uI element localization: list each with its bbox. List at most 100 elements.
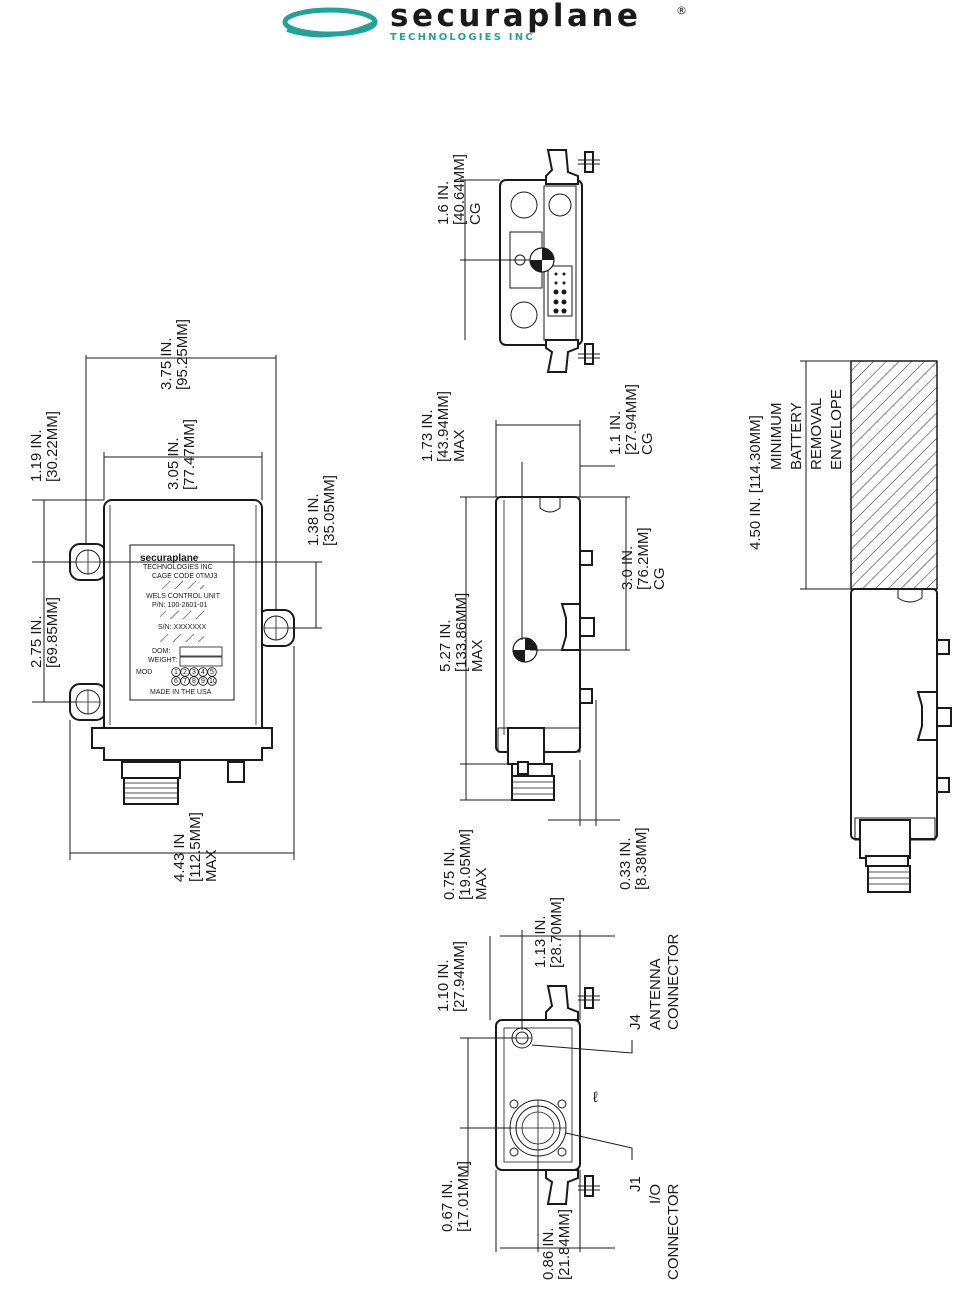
dim-119: 1.19 IN. [30.22MM] (28, 411, 61, 482)
io-connector-side (121, 761, 245, 805)
mod-number: 7 (183, 678, 187, 685)
dim-text: [30.22MM] (44, 411, 61, 482)
label-cage-code: CAGE CODE 0TMJ3 (152, 573, 217, 580)
quick-release-latch-bottom-bottomview (545, 1169, 600, 1205)
dim-173: 1.73 IN. [43.94MM] MAX (419, 391, 468, 462)
dim-text: [76.2MM] (635, 527, 652, 590)
dim-138: 1.38 IN. [35.05MM] (305, 475, 338, 546)
dim-text: MAX (451, 429, 468, 462)
dim-305: 3.05 IN. [77.47MM] (165, 419, 198, 490)
mod-number: 8 (192, 678, 196, 685)
logo-brand: securaplane (390, 0, 641, 34)
dim-text: 2.75 IN. (28, 615, 45, 668)
label-weight: WEIGHT: (148, 657, 177, 664)
quick-release-latch-top (545, 149, 600, 185)
removal-envelope-hatch (850, 360, 938, 590)
quick-release-latch-top-bottomview (545, 985, 600, 1021)
label-dom: DOM: (152, 648, 170, 655)
dim-033: 0.33 IN. [8.38MM] (617, 827, 650, 890)
dim-text: 1.73 IN. (419, 409, 436, 462)
logo-swoosh-icon (282, 7, 378, 38)
mod-number: 5 (210, 669, 214, 676)
dim-text: 1.13 IN. (532, 915, 549, 968)
dim-text: 0.75 IN. (441, 847, 458, 900)
connector-pins (553, 272, 567, 314)
mod-number: 2 (183, 669, 187, 676)
dim-text: 1.1 IN. (607, 411, 624, 455)
mod-circles: 1 2 3 4 5 6 7 8 9 10 (171, 667, 217, 686)
dim-text: [27.94MM] (451, 941, 468, 1012)
mod-number: 4 (201, 669, 205, 676)
dim-text: [27.94MM] (623, 384, 640, 455)
dim-text: [8.38MM] (633, 827, 650, 890)
dim-text: 1.19 IN. (28, 429, 45, 482)
side-view: 1.73 IN. [43.94MM] MAX 1.1 IN. [27.94MM]… (419, 384, 668, 900)
dim-text: 3.75 IN. (158, 337, 175, 390)
dim-16-cg: 1.6 IN. [40.64MM] CG (435, 154, 484, 225)
callout-text: CONNECTOR (665, 1183, 682, 1280)
dim-text: 1.38 IN. (305, 493, 322, 546)
dim-text: [19.05MM] (457, 829, 474, 900)
dim-text: 0.67 IN. (439, 1179, 456, 1232)
label-serial: S/N: XXXXXXX (158, 624, 207, 631)
front-view: securaplane TECHNOLOGIES INC CAGE CODE 0… (28, 319, 338, 882)
mod-number: 1 (174, 669, 178, 676)
dim-lines-front (32, 355, 322, 860)
dim-text: [35.05MM] (321, 475, 338, 546)
dim-text: [133.86MM] (453, 593, 470, 672)
dim-text: [28.70MM] (548, 897, 565, 968)
dim-11-cg: 1.1 IN. [27.94MM] CG (607, 384, 656, 455)
mod-number: 6 (174, 678, 178, 685)
dim-275: 2.75 IN. [69.85MM] (28, 597, 61, 668)
dim-113: 1.13 IN. [28.70MM] (532, 897, 565, 968)
dim-text: 3.05 IN. (165, 437, 182, 490)
cg-marker-icon (529, 247, 555, 273)
product-label: securaplane TECHNOLOGIES INC CAGE CODE 0… (129, 544, 235, 701)
j1-io-connector-icon (509, 1099, 567, 1157)
company-logo: securaplane ® TECHNOLOGIES INC (282, 0, 687, 43)
dim-text: 5.27 IN. (437, 619, 454, 672)
callout-j4: J4 ANTENNA CONNECTOR (627, 933, 682, 1030)
dim-text: CG (639, 433, 656, 456)
dim-text: MAX (203, 849, 220, 882)
side-studs (579, 550, 593, 704)
label-subtitle: TECHNOLOGIES INC (143, 564, 213, 571)
dim-110: 1.10 IN. [27.94MM] (435, 941, 468, 1012)
dim-text: MAX (469, 639, 486, 672)
dim-30-cg: 3.0 IN. [76.2MM] CG (619, 527, 668, 590)
dim-text: [17.01MM] (455, 1161, 472, 1232)
top-view: 1.6 IN. [40.64MM] CG (435, 149, 600, 373)
dim-text: BATTERY (788, 402, 805, 470)
j-note: ℓ (593, 1089, 598, 1106)
right-latch (916, 691, 952, 741)
dim-text: [77.47MM] (181, 419, 198, 490)
dim-text: CG (651, 568, 668, 591)
dim-text: 1.6 IN. (435, 181, 452, 225)
label-part-number: P/N: 100-2601-01 (152, 602, 207, 609)
dim-text: [21.84MM] (556, 1209, 573, 1280)
dim-text: [95.25MM] (174, 319, 191, 390)
dim-text: 0.33 IN. (617, 837, 634, 890)
mod-number: 10 (209, 678, 217, 685)
barcode-3 (160, 634, 204, 642)
label-product: WELS CONTROL UNIT (146, 593, 221, 600)
dim-text: MAX (473, 867, 490, 900)
quick-release-latch-bottom (545, 339, 600, 373)
dim-375: 3.75 IN. [95.25MM] (158, 319, 191, 390)
callout-j1: J1 I/O CONNECTOR (627, 1176, 682, 1280)
barcode-1 (160, 581, 204, 589)
dim-text: [112.5MM] (187, 812, 204, 882)
io-connector-side-view (507, 727, 555, 801)
dim-text: 3.0 IN. (619, 546, 636, 590)
logo-registered-mark: ® (676, 4, 687, 17)
callout-text: J4 (627, 1014, 644, 1030)
callout-text: I/O (647, 1184, 664, 1204)
dim-text: 4.50 IN. [114.30MM] (747, 415, 764, 550)
dim-text: 1.10 IN. (435, 959, 452, 1012)
cg-marker-icon (512, 637, 538, 663)
battery-envelope-view: 4.50 IN. [114.30MM] MINIMUM BATTERY REMO… (747, 360, 952, 893)
dim-text: [43.94MM] (435, 391, 452, 462)
dim-443: 4.43 IN [112.5MM] MAX (171, 812, 220, 882)
dim-075: 0.75 IN. [19.05MM] MAX (441, 829, 490, 900)
